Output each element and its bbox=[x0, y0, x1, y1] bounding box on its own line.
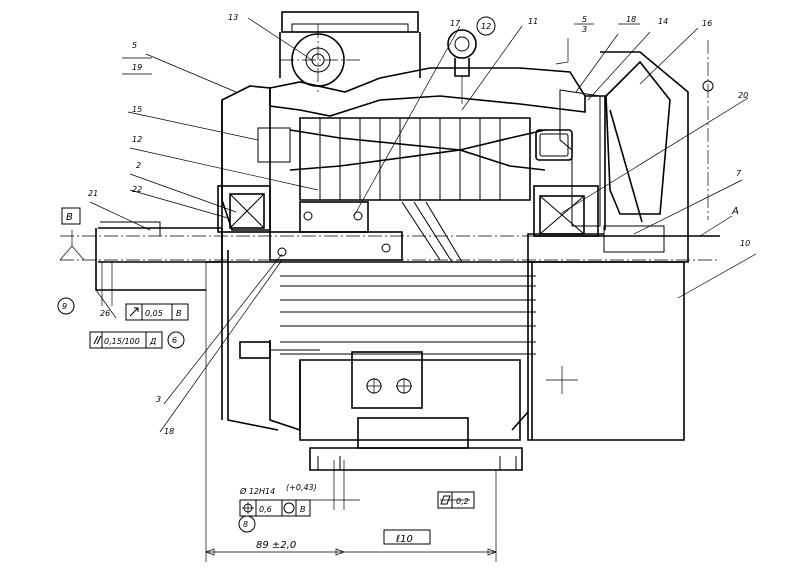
terminal-box bbox=[279, 11, 421, 92]
callout-18: 18 bbox=[164, 427, 174, 436]
callout-22: 22 bbox=[132, 185, 142, 194]
hole-spec-text: Ø 12H14 bbox=[239, 486, 275, 496]
callout-12: 12 bbox=[132, 135, 142, 144]
rotor-plate bbox=[269, 201, 463, 263]
dim-l10: ℓ10 bbox=[396, 534, 413, 545]
callout-12-top: 12 bbox=[481, 22, 491, 31]
callout-2: 2 bbox=[136, 161, 141, 170]
parallel-ref: Д bbox=[149, 337, 156, 346]
datum-a: A bbox=[731, 206, 739, 217]
flatness-value: 0,2 bbox=[456, 497, 469, 506]
circle-9-label: 9 bbox=[62, 302, 67, 311]
runout-frame: 0,05 B bbox=[125, 303, 189, 321]
callout-10: 10 bbox=[740, 239, 750, 248]
callout-21: 21 bbox=[88, 189, 98, 198]
circle-8-label: 8 bbox=[243, 520, 248, 529]
callout-14: 14 bbox=[658, 17, 668, 26]
position-ref: B bbox=[300, 505, 306, 514]
parallel-value: 0,15/100 bbox=[104, 337, 140, 346]
callout-18-top: 18 bbox=[626, 15, 636, 24]
callout-20: 20 bbox=[738, 91, 748, 100]
bearing-left bbox=[217, 185, 271, 233]
housing-lower-view bbox=[206, 261, 685, 471]
circle-6-label: 6 bbox=[172, 336, 177, 345]
leader-lines bbox=[89, 17, 757, 433]
fan-cowl bbox=[527, 40, 714, 263]
callout-5-top: 5 bbox=[582, 15, 587, 24]
dim-l10-box bbox=[383, 529, 431, 545]
circle-9 bbox=[57, 297, 75, 315]
modifier-m-icon bbox=[283, 502, 295, 514]
callout-16: 16 bbox=[702, 19, 712, 28]
circle-6 bbox=[167, 331, 185, 349]
position-value: 0,6 bbox=[259, 505, 272, 514]
housing-section bbox=[221, 29, 606, 431]
runout-ref: B bbox=[176, 309, 182, 318]
shaft bbox=[60, 221, 720, 291]
callout-7: 7 bbox=[736, 169, 742, 178]
callout-11: 11 bbox=[528, 17, 538, 26]
flatness-frame: 0,2 bbox=[437, 491, 475, 509]
callout-19: 19 bbox=[132, 63, 142, 72]
callout-13: 13 bbox=[228, 13, 238, 22]
dim-89: 89 ±2,0 bbox=[256, 540, 296, 551]
callout-26: 26 bbox=[100, 309, 110, 318]
callout-5: 5 bbox=[132, 41, 137, 50]
datum-b-box bbox=[61, 207, 81, 225]
hole-spec-dev: (+0,43) bbox=[286, 483, 317, 492]
stator-core bbox=[289, 117, 573, 201]
callout-3: 3 bbox=[156, 395, 161, 404]
callout-12-circle bbox=[476, 16, 496, 36]
callout-3-top: 3 bbox=[582, 25, 587, 34]
hole-spec: Ø 12H14 (+0,43) bbox=[239, 483, 317, 496]
callout-17: 17 bbox=[450, 19, 461, 28]
dimension-lines bbox=[59, 230, 497, 562]
datum-b: B bbox=[66, 212, 73, 223]
position-frame: 0,6 B bbox=[239, 499, 311, 517]
callout-15: 15 bbox=[132, 105, 142, 114]
runout-value: 0,05 bbox=[145, 309, 163, 318]
bearing-right bbox=[533, 185, 599, 237]
parallel-frame: 0,15/100 Д bbox=[89, 331, 163, 349]
